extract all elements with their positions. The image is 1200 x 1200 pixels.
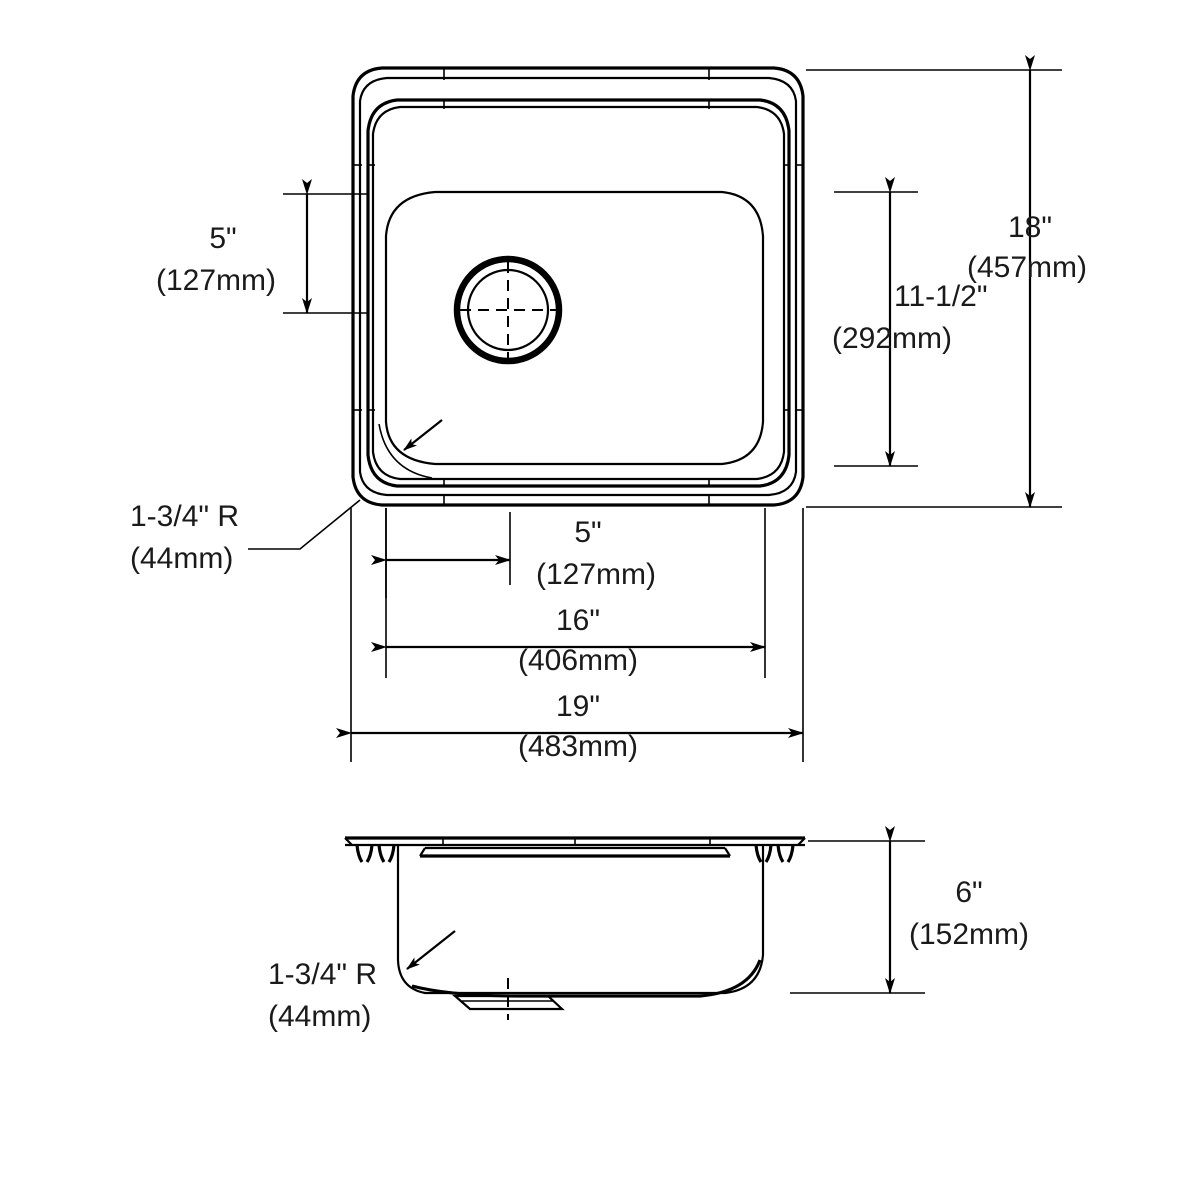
- drain-opening: [453, 255, 563, 365]
- dim-label-imperial: 5": [574, 516, 601, 549]
- dim-bowl-offset-top: 5" (127mm): [156, 179, 368, 314]
- dim-label-metric: (483mm): [518, 730, 638, 763]
- top-view-group: 5" (127mm) 1-3/4" R (44mm) 11-1/2" (292m…: [130, 55, 1087, 763]
- dim-label-metric: (127mm): [536, 558, 656, 591]
- dim-label-metric: (127mm): [156, 264, 276, 297]
- radius-arrow-line: [406, 930, 456, 970]
- radius-arc-indicator: [378, 423, 433, 479]
- dim-label-imperial: 6": [955, 876, 982, 909]
- mounting-clip-1: [355, 844, 364, 863]
- mounting-clip-5: [754, 844, 763, 863]
- dim-label-metric: (152mm): [909, 918, 1029, 951]
- side-rim-ledge-left-return: [419, 847, 426, 857]
- dim-bowl-offset-left: 5" (127mm): [371, 508, 656, 598]
- callout-corner-radius-top-view: 1-3/4" R (44mm): [130, 419, 443, 575]
- sink-bowl-lip-outer: [366, 98, 791, 488]
- dim-overall-width: 19" (483mm): [336, 508, 804, 763]
- sink-rim-inner-edge: [358, 76, 798, 497]
- dim-label-metric: (292mm): [832, 322, 952, 355]
- dim-overall-height: 18" (457mm): [806, 55, 1087, 508]
- sink-bowl-lip-inner: [371, 105, 786, 481]
- callout-label-metric: (44mm): [130, 542, 233, 575]
- side-drain-boss: [452, 994, 565, 1011]
- dim-label-metric: (457mm): [967, 251, 1087, 284]
- dim-bowl-depth: 6" (152mm): [790, 826, 1029, 994]
- mounting-clips-right: [754, 844, 795, 863]
- dim-label-imperial: 11-1/2": [894, 280, 988, 313]
- dim-bowl-height: 11-1/2" (292mm): [832, 177, 988, 467]
- sink-bowl-bottom: [384, 190, 765, 466]
- side-bowl-outline: [396, 845, 765, 995]
- side-bowl-bottom-inner: [411, 959, 762, 998]
- side-rim-left-edge: [344, 837, 353, 846]
- callout-label-imperial: 1-3/4" R: [268, 958, 377, 991]
- side-section-view-group: 1-3/4" R (44mm) 6" (152mm): [268, 826, 1029, 1033]
- mounting-clip-6: [764, 844, 773, 863]
- sink-outer-rim: [351, 66, 805, 507]
- callout-label-imperial: 1-3/4" R: [130, 500, 239, 533]
- side-rim-right-edge: [797, 837, 806, 846]
- callout-label-metric: (44mm): [268, 1000, 371, 1033]
- dim-label-metric: (406mm): [518, 644, 638, 677]
- mounting-clip-3: [377, 844, 386, 863]
- side-rim-ledge-right-return: [724, 847, 731, 857]
- radius-leader-line: [248, 499, 361, 550]
- radius-arrow-line: [403, 419, 443, 451]
- mounting-clip-2: [365, 844, 374, 863]
- dim-bowl-width: 16" (406mm): [371, 508, 766, 678]
- mounting-clip-7: [776, 844, 785, 863]
- drain-outer-ring: [453, 255, 563, 365]
- dim-label-imperial: 16": [556, 604, 600, 637]
- mounting-clips-left: [355, 844, 396, 863]
- dim-label-imperial: 5": [209, 222, 236, 255]
- mounting-clip-8: [786, 844, 795, 863]
- mounting-clip-4: [387, 844, 396, 863]
- dim-label-imperial: 19": [556, 690, 600, 723]
- dim-label-imperial: 18": [1008, 211, 1052, 244]
- callout-corner-radius-side-view: 1-3/4" R (44mm): [268, 930, 456, 1033]
